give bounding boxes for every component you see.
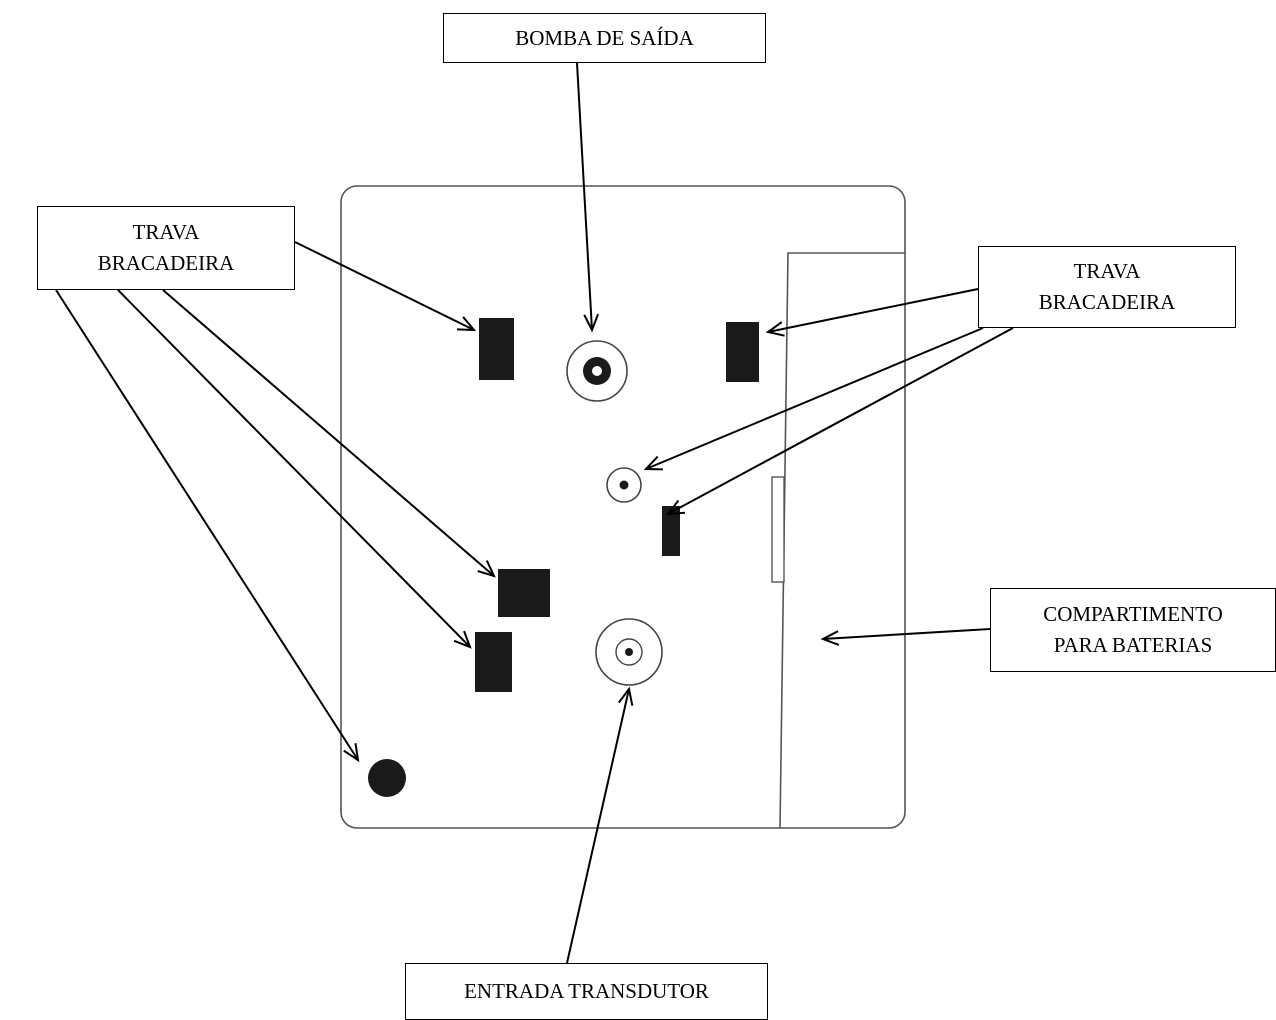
label-entrada-transdutor: ENTRADA TRANSDUTOR	[405, 963, 768, 1020]
clamp-lock-lower-left	[475, 632, 512, 692]
small-port	[606, 467, 642, 503]
label-compartimento-baterias: COMPARTIMENTO PARA BATERIAS	[990, 588, 1276, 672]
battery-latch	[771, 476, 785, 583]
arrow-to-battery-compartment	[822, 628, 991, 640]
clamp-lock-top-right	[726, 322, 759, 382]
arrow-to-clamp-middle-right-head	[665, 499, 686, 516]
arrow-to-clamp-top-left	[294, 241, 475, 331]
label-trava-bracadeira-right: TRAVA BRACADEIRA	[978, 246, 1236, 328]
label-bomba-saida-text: BOMBA DE SAÍDA	[515, 25, 694, 50]
label-bomba-saida: BOMBA DE SAÍDA	[443, 13, 766, 63]
arrow-to-clamp-round	[55, 289, 359, 761]
arrow-to-transducer-port-head	[618, 686, 634, 706]
arrow-to-clamp-lower-left-head	[453, 630, 472, 649]
transducer-input-port	[595, 618, 663, 686]
label-trava-right-line2: BRACADEIRA	[1038, 290, 1176, 314]
arrow-to-small-port	[645, 327, 984, 470]
label-compartimento-line1: COMPARTIMENTO	[1043, 602, 1223, 626]
label-trava-left-line2: BRACADEIRA	[97, 251, 235, 275]
arrow-to-clamp-middle-left	[162, 289, 495, 577]
outlet-pump-port	[566, 340, 628, 402]
label-trava-left-line1: TRAVA	[132, 220, 200, 244]
arrow-to-clamp-middle-left-head	[477, 560, 496, 578]
arrow-to-battery-compartment-head	[820, 630, 840, 646]
arrow-to-clamp-middle-right	[667, 327, 1014, 515]
arrow-to-clamp-top-right	[767, 288, 979, 333]
clamp-lock-round	[368, 759, 406, 797]
device-body	[340, 185, 906, 829]
label-entrada-text: ENTRADA TRANSDUTOR	[464, 979, 709, 1003]
battery-compartment	[779, 252, 905, 829]
arrow-to-clamp-lower-left	[117, 289, 471, 648]
arrow-to-clamp-round-head	[343, 743, 360, 763]
label-trava-bracadeira-left: TRAVA BRACADEIRA	[37, 206, 295, 290]
clamp-lock-middle-right	[662, 506, 680, 556]
clamp-lock-top-left	[479, 318, 514, 380]
arrow-to-clamp-top-left-head	[456, 316, 477, 332]
arrow-to-outlet-pump	[576, 62, 593, 331]
label-trava-right-line1: TRAVA	[1073, 259, 1141, 283]
arrow-to-clamp-top-right-head	[765, 321, 785, 337]
arrow-to-transducer-port	[566, 688, 630, 964]
arrow-to-outlet-pump-head	[583, 313, 599, 333]
arrow-group	[55, 62, 1014, 964]
label-compartimento-line2: PARA BATERIAS	[1053, 633, 1213, 657]
clamp-lock-middle-left	[498, 569, 550, 617]
arrow-to-small-port-head	[643, 455, 664, 471]
